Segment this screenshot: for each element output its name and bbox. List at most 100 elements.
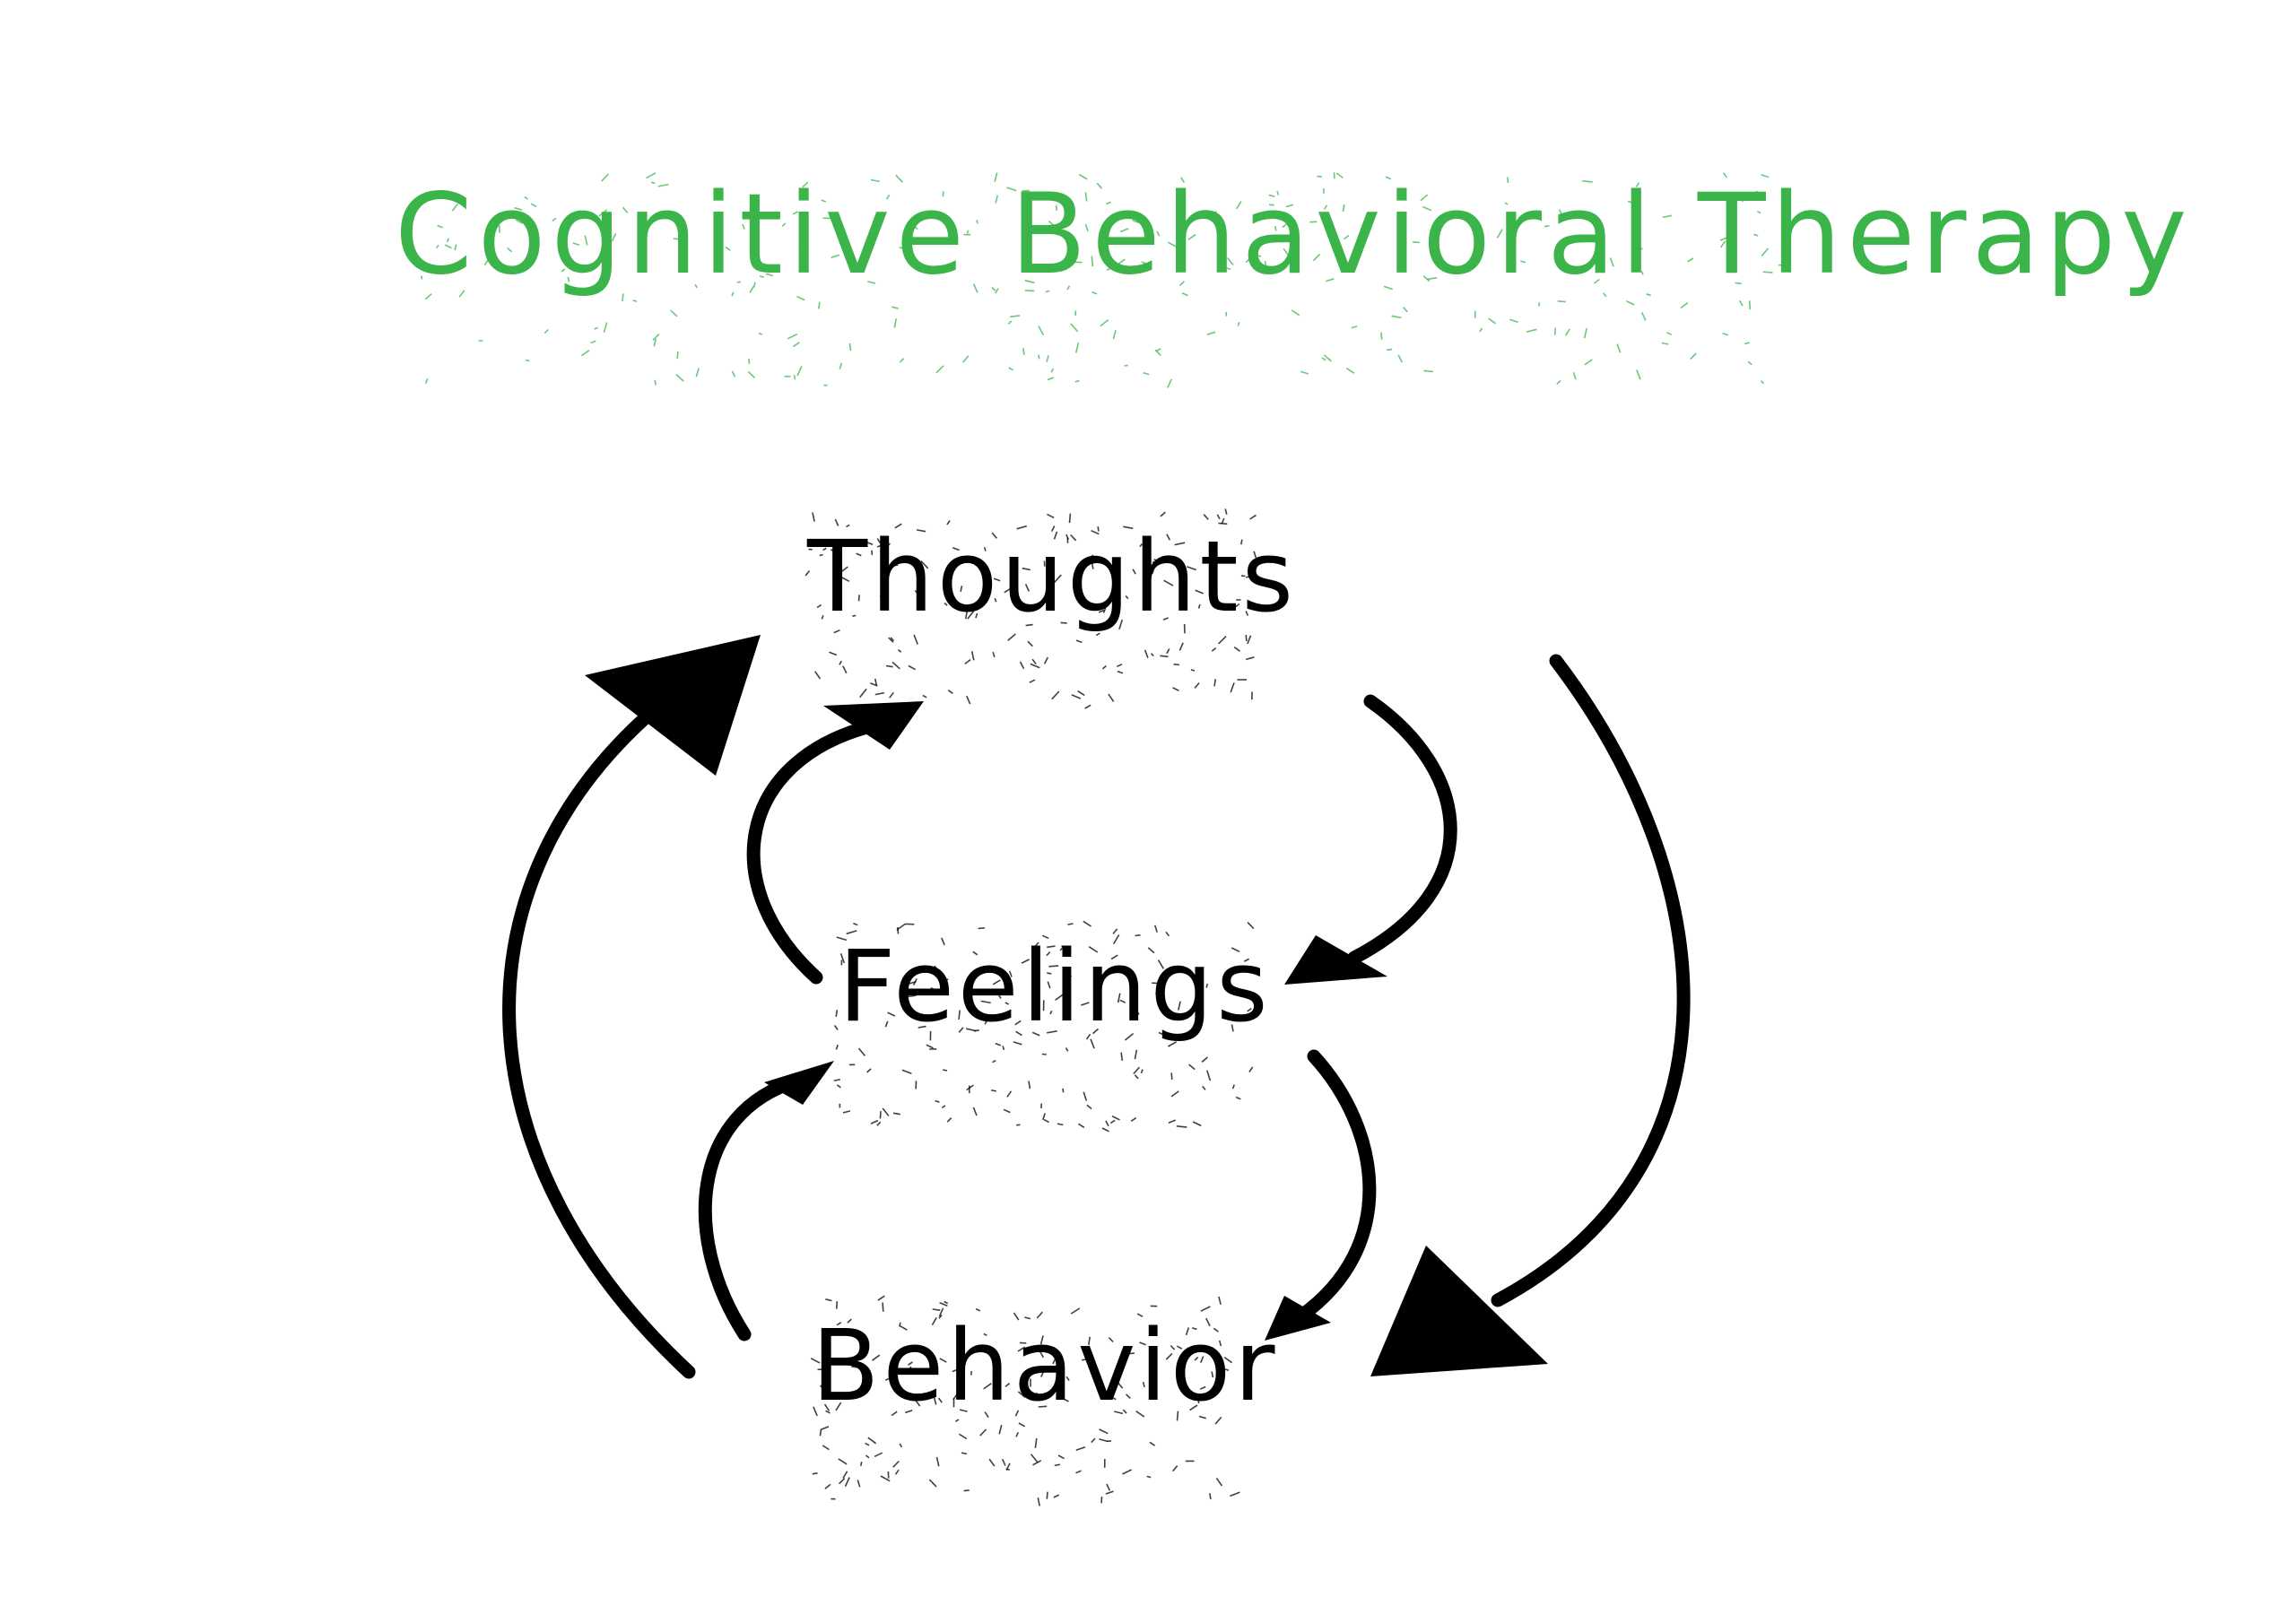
speckle xyxy=(847,1318,852,1324)
speckle xyxy=(1195,589,1204,595)
speckle xyxy=(1111,1396,1117,1401)
speckle xyxy=(944,602,948,606)
speckle xyxy=(582,213,587,217)
speckle xyxy=(1556,379,1561,385)
speckle xyxy=(983,547,987,551)
speckle xyxy=(1013,1312,1020,1321)
speckle xyxy=(1088,946,1099,953)
speckle xyxy=(886,543,891,547)
speckle xyxy=(796,295,805,301)
speckle xyxy=(1189,1404,1198,1411)
speckle xyxy=(1106,1483,1111,1491)
speckle xyxy=(1225,986,1230,992)
speckle xyxy=(1240,575,1246,577)
speckle xyxy=(867,281,876,284)
speckle xyxy=(1065,975,1073,980)
speckle xyxy=(835,1010,839,1018)
speckle xyxy=(900,1325,908,1331)
speckle xyxy=(866,1068,872,1073)
speckle xyxy=(850,1366,860,1369)
speckle xyxy=(1055,994,1065,1002)
speckle xyxy=(792,211,799,215)
speckle xyxy=(1015,1030,1022,1037)
speckle xyxy=(1001,1458,1006,1466)
speckle xyxy=(1223,1356,1233,1364)
speckle xyxy=(1060,621,1067,624)
speckle xyxy=(1199,1385,1206,1390)
speckle xyxy=(937,1397,943,1403)
speckle xyxy=(1203,514,1209,520)
speckle xyxy=(608,227,613,232)
speckle xyxy=(926,1044,934,1049)
speckle xyxy=(1016,1124,1021,1126)
speckle xyxy=(515,219,523,224)
speckle xyxy=(1084,704,1091,709)
speckle xyxy=(1187,566,1196,571)
speckle xyxy=(972,1107,978,1116)
speckle xyxy=(841,577,850,583)
speckle xyxy=(891,1411,898,1417)
speckle xyxy=(530,203,537,208)
speckle xyxy=(1019,1341,1027,1344)
speckle xyxy=(964,658,971,665)
speckle xyxy=(1572,372,1577,380)
speckle xyxy=(1748,300,1752,310)
speckle xyxy=(1760,379,1764,385)
speckle xyxy=(901,1069,912,1075)
speckle xyxy=(1235,1096,1241,1100)
speckle xyxy=(552,217,557,222)
speckle xyxy=(865,541,874,546)
speckle xyxy=(1002,1046,1005,1051)
speckle xyxy=(1088,1336,1091,1346)
speckle xyxy=(972,283,978,293)
speckle xyxy=(836,936,848,942)
speckle xyxy=(1046,1491,1048,1499)
speckle xyxy=(1216,514,1221,520)
speckle xyxy=(1101,664,1107,670)
speckle xyxy=(1050,525,1056,532)
speckle xyxy=(1383,285,1393,291)
speckle xyxy=(1231,1084,1235,1089)
speckle xyxy=(1165,1352,1173,1360)
arrowhead-inner-right-feelings xyxy=(1284,935,1387,985)
speckle xyxy=(1231,1024,1234,1032)
speckle xyxy=(1288,256,1293,261)
speckle xyxy=(1071,694,1082,699)
speckle xyxy=(606,220,610,225)
speckle xyxy=(1753,190,1759,195)
speckle xyxy=(1064,265,1067,271)
speckle xyxy=(1507,177,1509,183)
speckle xyxy=(1323,204,1328,210)
speckle xyxy=(1047,981,1051,989)
speckle xyxy=(1022,189,1030,192)
speckle xyxy=(1015,1431,1020,1437)
speckle xyxy=(1196,211,1202,216)
speckle xyxy=(1616,343,1622,353)
speckle xyxy=(1068,513,1072,524)
speckle xyxy=(1233,647,1240,652)
speckle xyxy=(848,343,852,352)
speckle xyxy=(1757,211,1761,214)
speckle xyxy=(876,543,883,548)
speckle xyxy=(1188,1063,1196,1071)
speckle xyxy=(1276,190,1280,195)
speckle xyxy=(877,1295,885,1301)
speckle xyxy=(842,665,848,674)
speckle xyxy=(991,1089,997,1092)
speckle xyxy=(1557,300,1566,303)
speckle xyxy=(1101,1127,1109,1133)
speckle xyxy=(935,365,944,374)
speckle xyxy=(995,288,999,294)
speckle xyxy=(1022,348,1025,355)
speckle xyxy=(1021,959,1030,964)
speckle xyxy=(1762,271,1773,273)
speckle xyxy=(961,1452,967,1455)
speckle xyxy=(1662,214,1672,219)
speckle xyxy=(1761,247,1770,257)
speckle xyxy=(1564,328,1570,336)
speckle xyxy=(890,637,894,642)
speckle xyxy=(1105,1490,1114,1495)
speckle xyxy=(1065,1047,1069,1052)
speckle xyxy=(646,172,657,179)
speckle xyxy=(1034,1437,1038,1449)
